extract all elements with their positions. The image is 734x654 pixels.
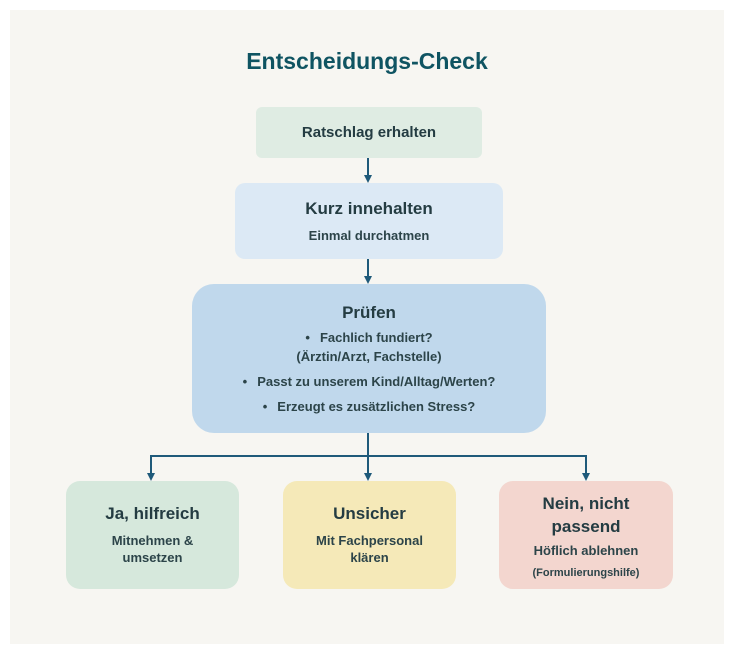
outcome-title: Nein, nicht passend xyxy=(542,493,630,536)
outcome-subtitle: Mitnehmen & umsetzen xyxy=(111,533,194,565)
outcome-title: Ja, hilfreich xyxy=(105,504,200,523)
arrow-head xyxy=(147,473,155,481)
outcome-note: (Formulierungshilfe) xyxy=(532,566,640,579)
arrow-head xyxy=(582,473,590,481)
arrow-head xyxy=(364,473,372,481)
step-title: Ratschlag erhalten xyxy=(301,124,437,141)
check-item-note: (Ärztin/Arzt, Fachstelle) xyxy=(296,348,442,364)
check-item: •Passt zu unserem Kind/Alltag/Werten? xyxy=(242,373,496,389)
outcome-no: Nein, nicht passend Höflich ablehnen (Fo… xyxy=(499,481,673,589)
check-item: •Erzeugt es zusätzlichen Stress? xyxy=(262,398,476,414)
step-title: Kurz innehalten xyxy=(305,198,433,218)
step-title: Prüfen xyxy=(342,302,396,322)
outcome-subtitle: Höflich ablehnen xyxy=(533,542,639,558)
outcome-unsure: Unsicher Mit Fachpersonal klären xyxy=(283,481,456,589)
step-pause: Kurz innehalten Einmal durchatmen xyxy=(235,183,503,259)
arrow-head xyxy=(364,276,372,284)
step-check: Prüfen •Fachlich fundiert? (Ärztin/Arzt,… xyxy=(192,284,546,433)
step-subtitle: Einmal durchatmen xyxy=(308,227,430,243)
outcome-title: Unsicher xyxy=(333,504,406,523)
outcome-subtitle: Mit Fachpersonal klären xyxy=(316,533,423,565)
check-list: •Fachlich fundiert? (Ärztin/Arzt, Fachst… xyxy=(243,329,496,415)
diagram-title: Entscheidungs-Check xyxy=(246,48,488,74)
step-receive: Ratschlag erhalten xyxy=(256,107,482,158)
outcome-yes: Ja, hilfreich Mitnehmen & umsetzen xyxy=(66,481,239,589)
arrow-head xyxy=(364,175,372,183)
check-item: •Fachlich fundiert? xyxy=(305,329,433,345)
